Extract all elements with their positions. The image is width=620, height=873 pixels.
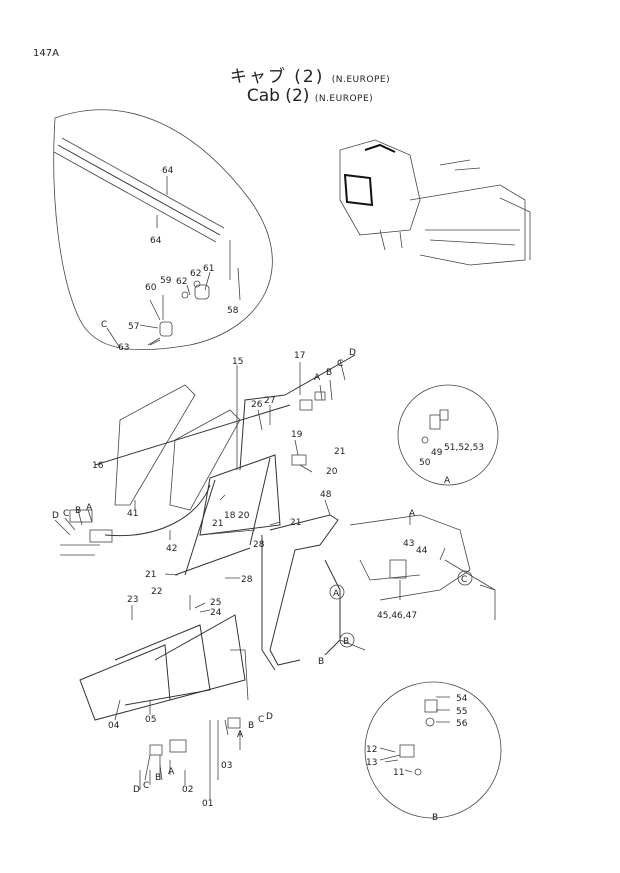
lower-glass-panels bbox=[79, 614, 249, 721]
callout-d-low: D bbox=[266, 712, 273, 722]
callout-d-left: D bbox=[52, 511, 59, 521]
callout-27: 27 bbox=[264, 396, 275, 406]
window-frame-assembly bbox=[114, 384, 286, 576]
callout-25: 25 bbox=[210, 598, 221, 608]
callout-b-cab-2: B bbox=[318, 657, 324, 667]
handrail-64 bbox=[53, 137, 225, 243]
callout-a-bottom-left: A bbox=[168, 767, 175, 777]
callout-04: 04 bbox=[108, 721, 120, 731]
callout-17: 17 bbox=[294, 351, 305, 361]
latch-assembly-c bbox=[147, 240, 241, 346]
callout-b-cab: B bbox=[343, 637, 349, 647]
title-en-main: Cab (2) bbox=[246, 86, 310, 106]
detail-a-circle bbox=[397, 384, 499, 486]
leader-lines bbox=[54, 176, 450, 800]
callout-c-detail: C bbox=[101, 320, 107, 330]
title-japanese: キャブ (2) (N.EUROPE) bbox=[0, 62, 620, 87]
callout-12: 12 bbox=[366, 745, 377, 755]
detail-c-outline bbox=[53, 109, 273, 351]
callout-28-b: 28 bbox=[241, 575, 253, 585]
callout-16: 16 bbox=[92, 461, 104, 471]
title-en-note: (N.EUROPE) bbox=[314, 94, 374, 104]
callout-24: 24 bbox=[210, 608, 222, 618]
callout-21-b: 21 bbox=[212, 519, 223, 529]
callout-19: 19 bbox=[291, 430, 303, 440]
callout-c-bottom-left: C bbox=[143, 781, 149, 791]
callout-a-top: A bbox=[314, 373, 321, 383]
callout-60: 60 bbox=[145, 283, 157, 293]
callout-a-circle: A bbox=[444, 476, 451, 486]
callout-44: 44 bbox=[416, 546, 428, 556]
callout-d-bottom-left: D bbox=[133, 785, 140, 795]
callout-62-b: 62 bbox=[176, 277, 187, 287]
callout-18: 18 bbox=[224, 511, 236, 521]
callout-56: 56 bbox=[456, 719, 468, 729]
callout-23: 23 bbox=[127, 595, 138, 605]
title-ja-note: (N.EUROPE) bbox=[331, 75, 391, 85]
callout-49: 49 bbox=[431, 448, 443, 458]
callout-b-top: B bbox=[326, 368, 332, 378]
callout-42: 42 bbox=[166, 544, 177, 554]
callout-c-low: C bbox=[258, 715, 264, 725]
callout-41: 41 bbox=[127, 509, 138, 519]
title-english: Cab (2) (N.EUROPE) bbox=[0, 86, 620, 106]
callout-21-c: 21 bbox=[290, 518, 301, 528]
callout-57: 57 bbox=[128, 322, 139, 332]
excavator-overview bbox=[339, 139, 531, 266]
callout-54: 54 bbox=[456, 694, 468, 704]
callout-50: 50 bbox=[419, 458, 431, 468]
callout-64-upper: 64 bbox=[162, 166, 174, 176]
callout-58: 58 bbox=[227, 306, 239, 316]
callout-c-top: C bbox=[337, 359, 343, 369]
page-number: 147A bbox=[33, 48, 59, 59]
callout-48: 48 bbox=[320, 490, 332, 500]
title-ja-main: キャブ (2) bbox=[229, 67, 325, 87]
bracket-19 bbox=[291, 454, 313, 473]
callout-a-cab: A bbox=[409, 509, 416, 519]
callout-20-b: 20 bbox=[238, 511, 250, 521]
callout-01: 01 bbox=[202, 799, 213, 809]
callout-c-left: C bbox=[63, 509, 69, 519]
callout-11: 11 bbox=[393, 768, 404, 778]
callout-28-a: 28 bbox=[253, 540, 265, 550]
callout-05: 05 bbox=[145, 715, 156, 725]
handle-48 bbox=[261, 514, 341, 671]
callout-a-low: A bbox=[237, 730, 244, 740]
callout-51-52-53: 51,52,53 bbox=[444, 443, 484, 453]
callout-a-left: A bbox=[86, 503, 93, 513]
callout-63: 63 bbox=[118, 343, 129, 353]
callout-13: 13 bbox=[366, 758, 377, 768]
callout-d-top: D bbox=[349, 348, 356, 358]
callout-15: 15 bbox=[232, 357, 243, 367]
callout-02: 02 bbox=[182, 785, 193, 795]
callout-64-lower: 64 bbox=[150, 236, 162, 246]
callout-b-bottom-left: B bbox=[155, 773, 161, 783]
callout-03: 03 bbox=[221, 761, 232, 771]
callout-b-left: B bbox=[75, 506, 81, 516]
callout-61: 61 bbox=[203, 264, 214, 274]
callout-a-cab-2: A bbox=[333, 589, 340, 599]
callout-45-46-47: 45,46,47 bbox=[377, 611, 417, 621]
callout-62-a: 62 bbox=[190, 269, 201, 279]
callout-20-a: 20 bbox=[326, 467, 338, 477]
callout-26: 26 bbox=[251, 400, 263, 410]
callout-b-low: B bbox=[248, 721, 254, 731]
detail-b-circle bbox=[364, 681, 502, 819]
callout-b-circle: B bbox=[432, 813, 438, 823]
latch-rod-17 bbox=[284, 354, 356, 411]
cable-16 bbox=[94, 404, 291, 537]
callout-22: 22 bbox=[151, 587, 162, 597]
callout-55: 55 bbox=[456, 707, 467, 717]
callout-labels: 64 64 62 61 62 59 60 58 57 63 C 15 17 D … bbox=[52, 166, 484, 823]
callout-21-d: 21 bbox=[145, 570, 156, 580]
callout-59: 59 bbox=[160, 276, 172, 286]
callout-21-a: 21 bbox=[334, 447, 345, 457]
cab-side-assembly bbox=[329, 514, 496, 651]
callout-43: 43 bbox=[403, 539, 414, 549]
callout-c-cab: C bbox=[461, 575, 467, 585]
